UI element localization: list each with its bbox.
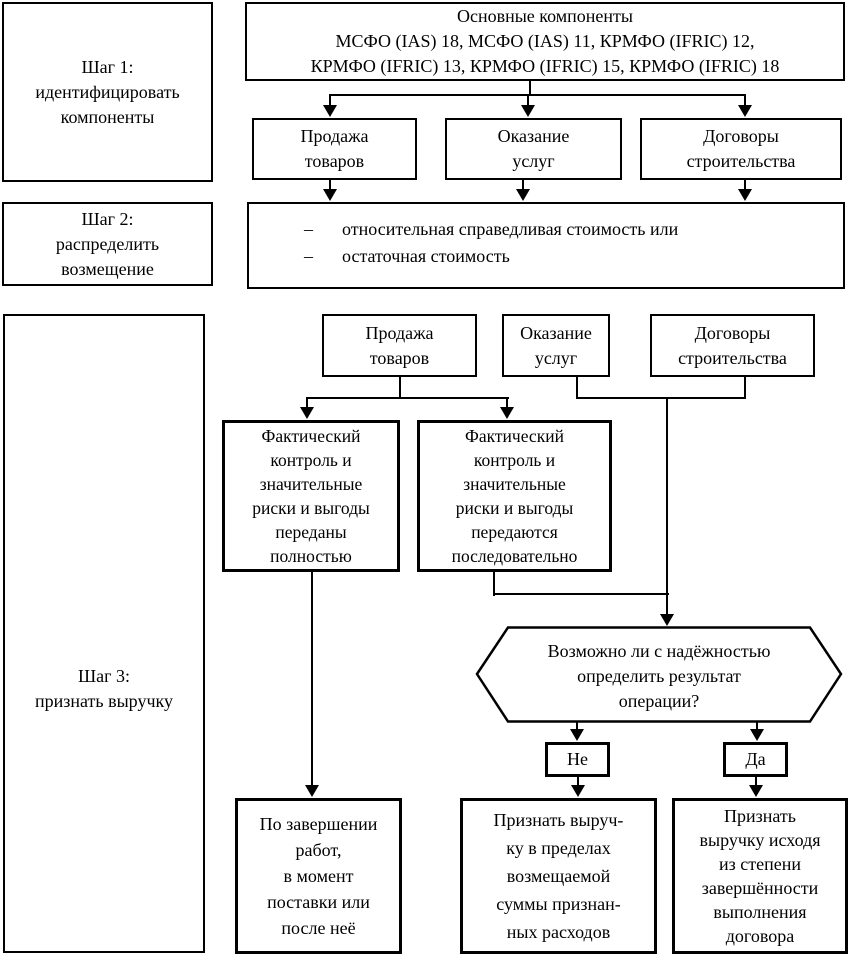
step2-label-box: Шаг 2: распределить возмещение <box>2 202 213 286</box>
outcome-completion-box: По завершении работ, в момент поставки и… <box>235 798 402 954</box>
arrow-down-icon <box>516 189 530 201</box>
category-construction-box: Договоры строительства <box>640 118 842 180</box>
connector-goods-branch <box>306 397 509 399</box>
connector-services-to-allocation <box>522 180 524 191</box>
connector-to-construction <box>744 94 746 107</box>
arrow-down-icon <box>750 729 764 741</box>
connector-fully-to-completion <box>311 570 313 787</box>
arrow-down-icon <box>500 407 514 419</box>
answer-yes-box: Да <box>723 742 788 777</box>
connector-to-decision <box>666 397 668 616</box>
arrow-down-icon <box>323 189 337 201</box>
arrow-down-icon <box>738 105 752 117</box>
connector-construction-stem <box>744 375 746 399</box>
answer-no-box: Не <box>545 742 610 777</box>
decision-hexagon <box>475 626 843 723</box>
decision-question: Возможно ли с надёжностью определить рез… <box>547 640 771 711</box>
step3-goods-box: Продажа товаров <box>322 314 477 377</box>
connector-to-goods <box>329 94 331 107</box>
category-services-box: Оказание услуг <box>445 118 622 180</box>
connector-decision-no <box>576 721 578 730</box>
connector-header-branch <box>329 94 746 96</box>
arrow-down-icon <box>571 785 585 797</box>
connector-to-transferred-sequentially <box>506 397 508 409</box>
connector-construction-to-allocation <box>744 180 746 191</box>
outcome-cost-recovery-box: Признать выруч- ку в пределах возмещаемо… <box>460 798 657 954</box>
arrow-down-icon <box>570 729 584 741</box>
transferred-sequentially-box: Фактический контроль и значительные риск… <box>417 420 612 572</box>
arrow-down-icon <box>738 189 752 201</box>
connector-to-transferred-fully <box>306 397 308 409</box>
transferred-fully-box: Фактический контроль и значительные риск… <box>222 420 400 572</box>
connector-services-stem <box>576 375 578 399</box>
step1-label-box: Шаг 1: идентифицировать компоненты <box>2 2 213 182</box>
connector-goods-to-allocation <box>329 180 331 191</box>
components-header-box: Основные компоненты МСФО (IAS) 18, МСФО … <box>245 2 845 81</box>
connector-merge-branch <box>576 397 746 399</box>
dash-bullet: – <box>304 246 313 266</box>
connector-goods-stem <box>399 375 401 399</box>
dash-bullet: – <box>304 219 313 239</box>
allocation-methods-box: – относительная справедливая стоимость и… <box>247 202 845 289</box>
connector-to-services <box>527 94 529 107</box>
allocation-item-text: остаточная стоимость <box>342 246 510 266</box>
step3-construction-box: Договоры строительства <box>650 314 815 377</box>
category-goods-box: Продажа товаров <box>252 118 417 180</box>
step3-label-box: Шаг 3: признать выручку <box>3 314 205 953</box>
connector-header-stem <box>529 81 531 95</box>
connector-sequential-elbow-h <box>493 593 669 595</box>
connector-decision-yes <box>756 721 758 730</box>
arrow-down-icon <box>749 785 763 797</box>
step3-services-box: Оказание услуг <box>502 314 610 377</box>
arrow-down-icon <box>521 105 535 117</box>
arrow-down-icon <box>660 614 674 626</box>
arrow-down-icon <box>323 105 337 117</box>
outcome-stage-box: Признать выручку исходя из степени завер… <box>672 798 848 954</box>
allocation-item-text: относительная справедливая стоимость или <box>342 219 679 239</box>
connector-sequential-elbow-v <box>493 570 495 596</box>
allocation-item: – остаточная стоимость <box>304 243 843 270</box>
allocation-item: – относительная справедливая стоимость и… <box>304 216 843 243</box>
connector-yes-to-outcome <box>755 776 757 786</box>
arrow-down-icon <box>300 407 314 419</box>
arrow-down-icon <box>305 785 319 797</box>
connector-no-to-outcome <box>577 776 579 786</box>
